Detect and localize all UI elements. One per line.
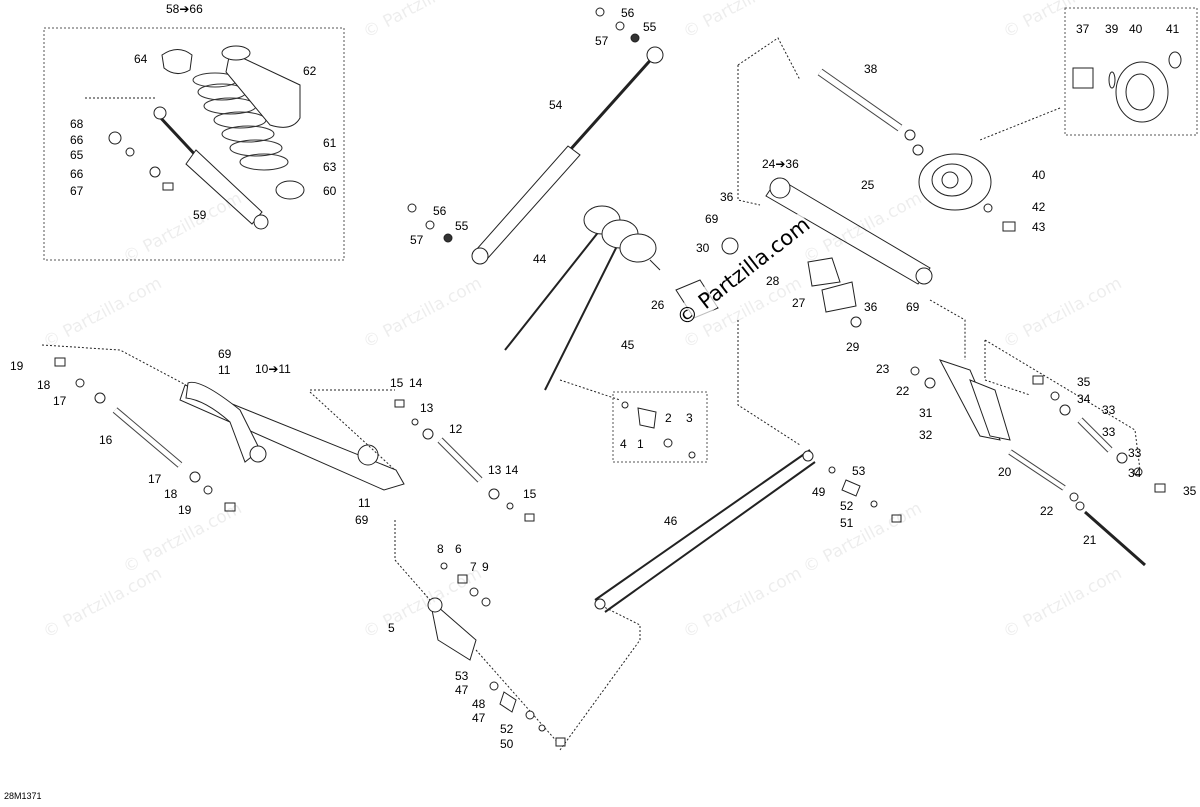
callout-label: 9	[482, 560, 489, 574]
callout-label: 13	[488, 463, 502, 477]
callout-label: 55	[455, 219, 469, 233]
callout-label: 35	[1183, 484, 1197, 498]
callout-label: 66	[70, 167, 84, 181]
callout-label: 27	[792, 296, 806, 310]
callout-label: 48	[472, 697, 486, 711]
callout-label: 18	[164, 487, 178, 501]
callout-label: 22	[1040, 504, 1054, 518]
callout-label: 16	[99, 433, 113, 447]
callout-label: 13	[420, 401, 434, 415]
callout-label: 28	[766, 274, 780, 288]
callout-label: 38	[864, 62, 878, 76]
callout-label: 7	[470, 560, 477, 574]
callout-label: 54	[549, 98, 563, 112]
callout-label: 5	[388, 621, 395, 635]
callout-label: 14	[505, 463, 519, 477]
callout-label: 30	[696, 241, 710, 255]
callout-label: 15	[523, 487, 537, 501]
callout-label: 63	[323, 160, 337, 174]
callout-label: 34	[1077, 392, 1091, 406]
callout-label: 52	[840, 499, 854, 513]
callout-label: 1	[637, 437, 644, 451]
callout-label: 10➔11	[255, 362, 291, 376]
callout-label: 41	[1166, 22, 1180, 36]
callout-label: 45	[621, 338, 635, 352]
callout-label: 55	[643, 20, 657, 34]
callout-label: 40	[1129, 22, 1143, 36]
callout-label: 36	[720, 190, 734, 204]
callout-label: 44	[533, 252, 547, 266]
callout-label: 56	[433, 204, 447, 218]
callout-label: 31	[919, 406, 933, 420]
callout-label: 58➔66	[166, 2, 203, 16]
callout-label: 22	[896, 384, 910, 398]
callout-label: 2	[665, 411, 672, 425]
callout-label: 32	[919, 428, 933, 442]
callout-label: 52	[500, 722, 514, 736]
callout-label: 53	[852, 464, 866, 478]
callout-label: 68	[70, 117, 84, 131]
callout-label: 14	[409, 376, 423, 390]
callout-label: 49	[812, 485, 826, 499]
callout-label: 56	[621, 6, 635, 20]
callout-label: 69	[705, 212, 719, 226]
callout-label: 33	[1128, 446, 1142, 460]
callout-label: 69	[218, 347, 232, 361]
callout-label: 25	[861, 178, 875, 192]
callout-label: 57	[410, 233, 424, 247]
callout-label: 8	[437, 542, 444, 556]
callout-label: 11	[358, 496, 371, 510]
callout-label: 24➔36	[762, 157, 799, 171]
callout-label: 3	[686, 411, 693, 425]
callout-label: 35	[1077, 375, 1091, 389]
callout-label: 11	[218, 363, 231, 377]
callout-label: 69	[355, 513, 369, 527]
callout-label: 19	[178, 503, 192, 517]
callout-label: 20	[998, 465, 1012, 479]
callout-label: 46	[664, 514, 678, 528]
callout-label: 15	[390, 376, 404, 390]
callout-label: 43	[1032, 220, 1046, 234]
callout-label: 34	[1128, 466, 1142, 480]
callout-label: 57	[595, 34, 609, 48]
callout-label: 67	[70, 184, 84, 198]
callout-label: 47	[455, 683, 469, 697]
callout-label: 50	[500, 737, 514, 751]
callout-label: 18	[37, 378, 51, 392]
callout-label: 19	[10, 359, 24, 373]
callout-label: 59	[193, 208, 207, 222]
diagram-code: 28M1371	[4, 791, 42, 801]
callout-label: 42	[1032, 200, 1046, 214]
callout-label: 36	[864, 300, 878, 314]
callout-label: 61	[323, 136, 337, 150]
callout-label: 26	[651, 298, 665, 312]
callout-label: 69	[906, 300, 920, 314]
callout-label: 12	[449, 422, 463, 436]
callout-label: 66	[70, 133, 84, 147]
callout-label: 60	[323, 184, 337, 198]
callout-label: 65	[70, 148, 84, 162]
callout-label: 64	[134, 52, 148, 66]
callout-label: 23	[876, 362, 890, 376]
callout-label: 62	[303, 64, 317, 78]
callout-label: 40	[1032, 168, 1046, 182]
callout-label: 29	[846, 340, 860, 354]
callout-label: 39	[1105, 22, 1119, 36]
callout-label: 6	[455, 542, 462, 556]
callout-label: 47	[472, 711, 486, 725]
callout-label: 33	[1102, 425, 1116, 439]
callout-label: 21	[1083, 533, 1097, 547]
callout-label: 33	[1102, 403, 1116, 417]
callout-label: 37	[1076, 22, 1090, 36]
callout-label: 17	[148, 472, 162, 486]
callout-label: 17	[53, 394, 67, 408]
callout-label: 4	[620, 437, 627, 451]
callout-label: 53	[455, 669, 469, 683]
callout-label: 51	[840, 516, 854, 530]
